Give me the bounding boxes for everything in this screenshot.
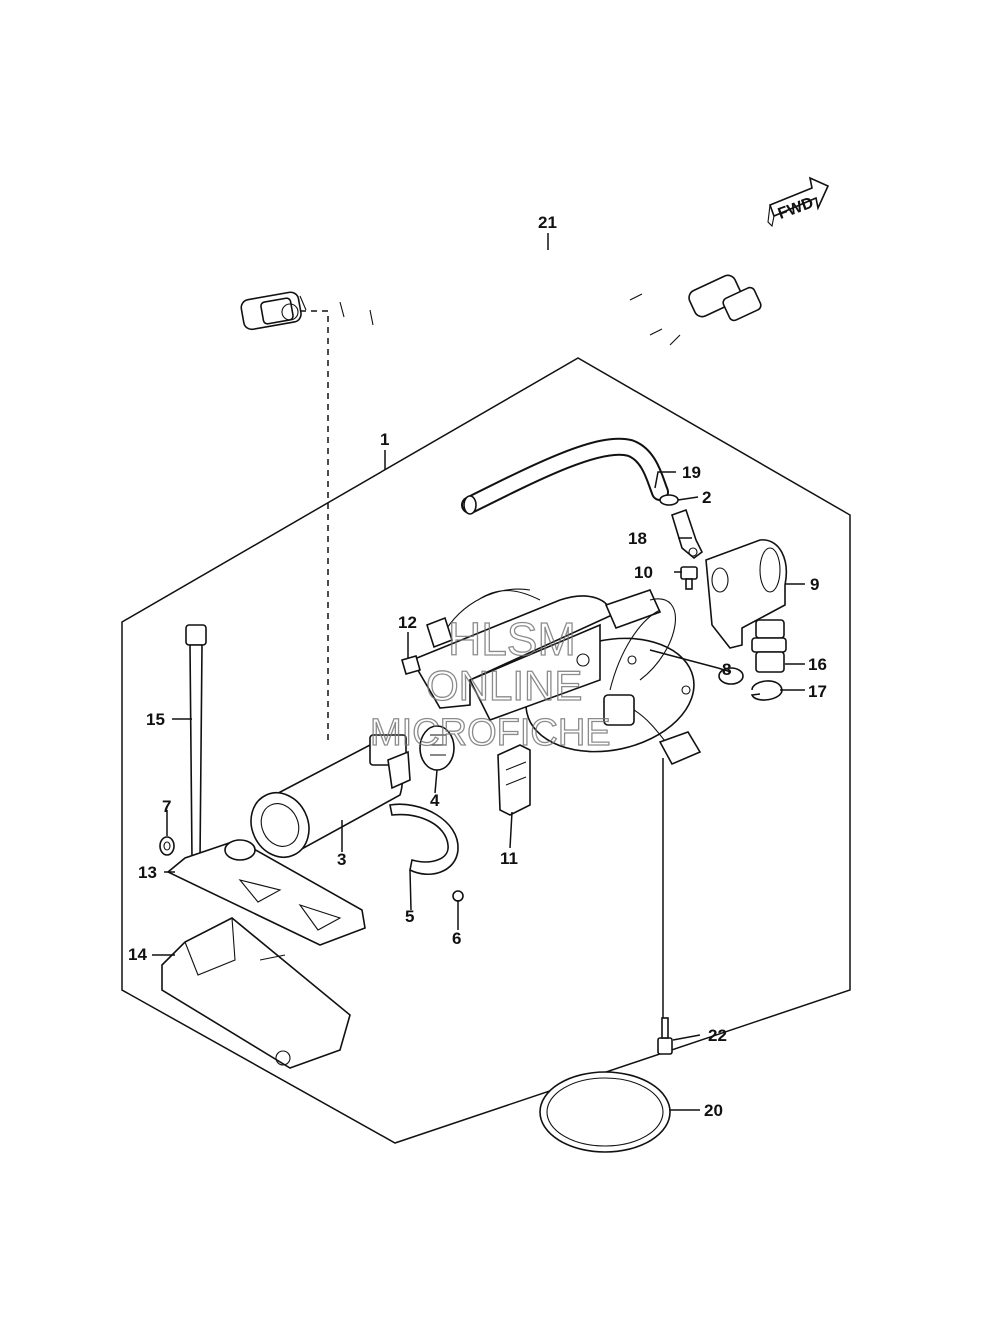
breather-tube-part-19 [461,437,669,515]
callout-15: 15 [146,710,165,729]
fitting-part-16 [751,619,787,673]
clip-part-12 [401,655,421,675]
fuel-hose-part-21 [240,244,762,740]
watermark: HLSM ONLINE MICROFICHE [369,612,611,754]
regulator-part-9 [705,539,787,649]
callout-13: 13 [138,863,157,882]
bolt-part-22 [657,1017,673,1055]
watermark-line-1: HLSM [448,613,576,665]
callout-1: 1 [380,430,389,449]
callout-3: 3 [337,850,346,869]
cable-tie-part-15 [185,624,207,867]
clip-part-17 [750,680,783,701]
callout-5: 5 [405,907,414,926]
callout-11: 11 [500,849,518,868]
holder-part-11 [497,744,531,816]
pump-bracket-assembly [410,588,702,766]
fuel-pump-part-3 [250,734,411,858]
callout-labels: 1 2 3 4 5 6 7 8 9 10 11 12 13 14 15 16 1… [128,213,827,1120]
callout-16: 16 [808,655,827,674]
callout-7: 7 [162,797,171,816]
clamp-part-2 [659,494,679,506]
callout-4: 4 [430,791,440,810]
watermark-line-2: ONLINE [426,662,582,709]
callout-8: 8 [722,660,731,679]
callout-6: 6 [452,929,461,948]
callout-18: 18 [628,529,647,548]
cover-part-14 [161,917,351,1069]
assembly-outline [121,357,851,1144]
callout-21: 21 [538,213,557,232]
leader-lines [152,233,805,1111]
callout-9: 9 [810,575,819,594]
bolt-part-10 [680,566,698,590]
o-ring-part-8 [718,667,744,685]
screw-part-6 [452,890,464,902]
callout-12: 12 [398,613,417,632]
nipple-part-18 [671,508,704,560]
callout-22: 22 [708,1026,727,1045]
fwd-label: FWD [776,195,816,223]
watermark-line-3: MICROFICHE [370,712,611,754]
callout-10: 10 [634,563,653,582]
callout-14: 14 [128,945,147,964]
callout-20: 20 [704,1101,723,1120]
gasket-part-20 [539,1071,671,1153]
nut-part-7 [159,836,175,856]
filter-part-13 [166,839,366,946]
fwd-arrow-icon: FWD [767,176,830,228]
callout-2: 2 [702,488,711,507]
callout-17: 17 [808,682,827,701]
band-part-5 [389,803,459,875]
callout-19: 19 [682,463,701,482]
